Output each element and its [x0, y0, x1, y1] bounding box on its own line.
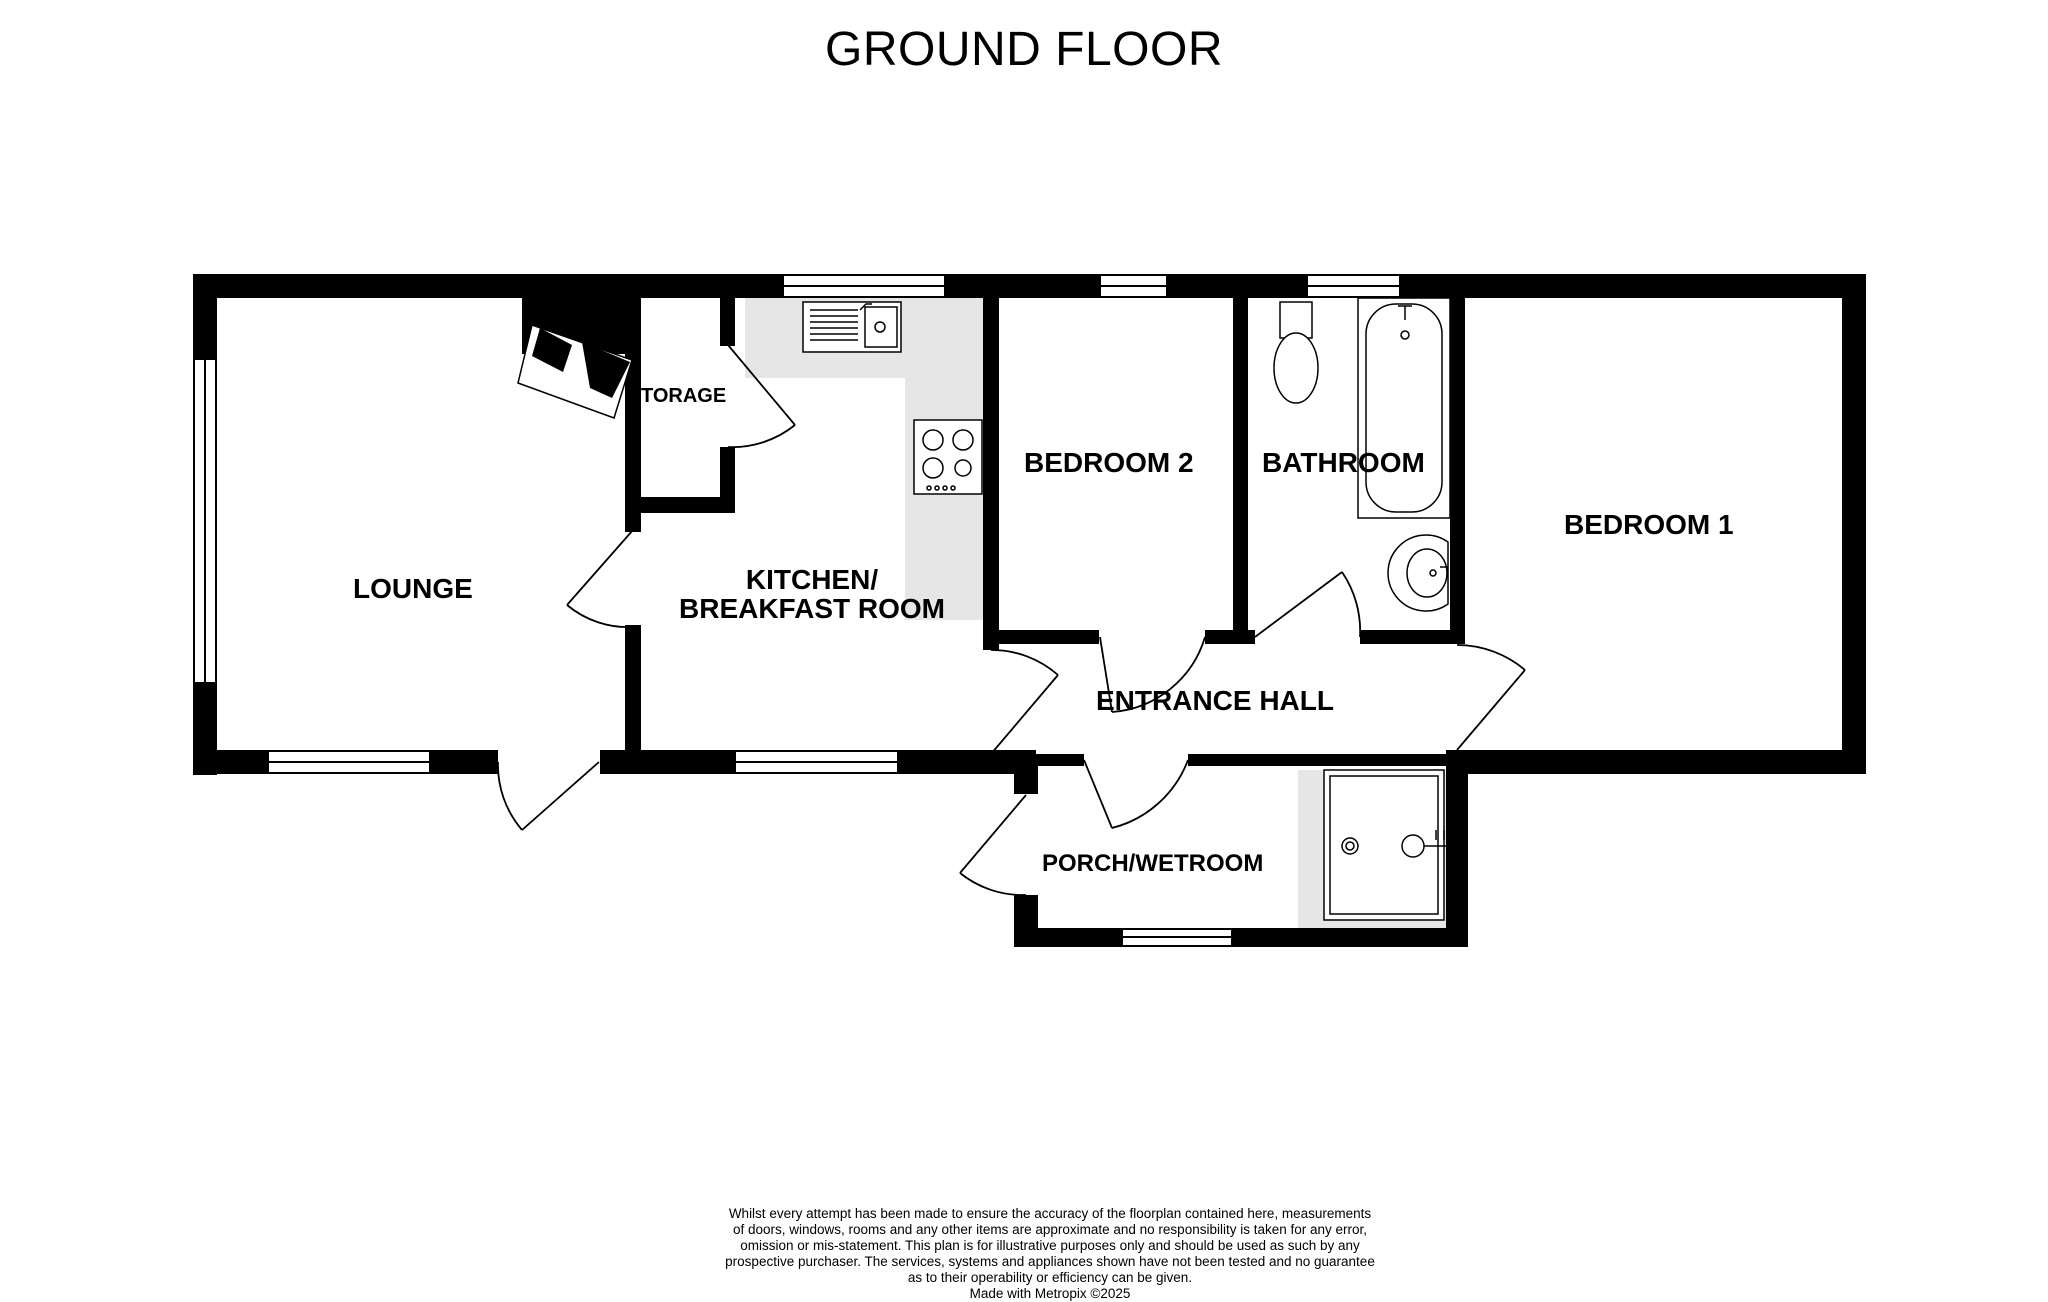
windows: [193, 274, 1401, 947]
wall-bath-bottom: [1360, 630, 1460, 644]
door-hall-porch: [1083, 759, 1189, 829]
walls: [193, 274, 1866, 947]
wall-bed2-bath: [1233, 298, 1248, 644]
disclaimer-line: prospective purchaser. The services, sys…: [725, 1254, 1375, 1269]
metropix-credit: Made with Metropix ©2025: [969, 1286, 1131, 1301]
door-kitchen-hall: [990, 649, 1059, 755]
wall-kitchen-bed2: [983, 298, 999, 650]
floor-title: GROUND FLOOR: [824, 23, 1223, 76]
wall-bottom-kitchen-b: [898, 750, 1036, 774]
wall-bottom-hall: [1036, 754, 1084, 766]
disclaimer-line: as to their operability or efficiency ca…: [907, 1270, 1193, 1285]
room-label-kitchen: KITCHEN/ BREAKFAST ROOM: [662, 565, 962, 624]
fixtures: [517, 297, 1451, 921]
wall-lounge-kitchen-lower: [625, 625, 641, 755]
wall-top-left: [193, 274, 783, 298]
wall-top-mid1: [945, 274, 1100, 298]
room-label-entrance-hall: ENTRANCE HALL: [1096, 685, 1334, 716]
door-bed1: [1456, 644, 1526, 751]
kitchen-worktop-area: [745, 298, 985, 620]
room-label-kitchen-line1: KITCHEN/: [745, 564, 879, 595]
fireplace-hearth: [517, 324, 633, 419]
disclaimer-text: Whilst every attempt has been made to en…: [700, 1206, 1400, 1302]
disclaimer-line: omission or mis-statement. This plan is …: [740, 1238, 1360, 1253]
bath-tub: [1357, 297, 1451, 519]
wall-bottom-lounge-a: [193, 750, 268, 774]
door-bed2: [1099, 636, 1206, 713]
wall-storage-right-upper: [720, 298, 735, 346]
wall-bottom-lounge-b: [430, 750, 498, 774]
wash-basin: [1387, 534, 1449, 612]
wall-porch-bottom-a: [1014, 928, 1122, 947]
wall-top-right: [1400, 274, 1865, 298]
door-porch-external: [959, 794, 1027, 896]
wall-bed2-bottom-a: [983, 630, 1099, 644]
wall-porch-left-stub: [1014, 754, 1038, 794]
door-bathroom: [1254, 571, 1362, 638]
room-label-bedroom-2: BEDROOM 2: [1024, 447, 1194, 478]
hob: [913, 419, 983, 495]
wall-lounge-kitchen-upper: [625, 298, 641, 532]
wall-right: [1842, 274, 1866, 774]
room-label-porch-wetroom: PORCH/WETROOM: [1042, 850, 1264, 877]
toilet: [1273, 301, 1319, 404]
wall-storage-bottom: [625, 497, 735, 513]
room-label-bathroom: BATHROOM: [1262, 447, 1425, 478]
wall-hall-bottom: [1188, 754, 1446, 766]
wall-top-mid2: [1167, 274, 1307, 298]
disclaimer-line: of doors, windows, rooms and any other i…: [732, 1222, 1368, 1237]
room-label-storage: TORAGE: [641, 385, 727, 407]
doors: [497, 344, 1526, 896]
shower-tray: [1323, 769, 1446, 921]
wall-porch-right: [1446, 754, 1468, 947]
wall-porch-bottom-b: [1232, 928, 1468, 947]
room-label-lounge: LOUNGE: [353, 573, 473, 604]
wall-bottom-bed1: [1446, 750, 1866, 774]
wall-left-upper: [193, 274, 217, 359]
room-label-kitchen-line2: BREAKFAST ROOM: [679, 593, 945, 625]
disclaimer-line: Whilst every attempt has been made to en…: [728, 1206, 1372, 1221]
wall-bath-bed1: [1450, 298, 1465, 644]
door-lounge-kitchen: [566, 529, 634, 628]
door-front: [497, 761, 600, 831]
kitchen-sink: [802, 301, 902, 353]
room-label-bedroom-1: BEDROOM 1: [1564, 509, 1734, 540]
door-storage: [727, 344, 796, 448]
wall-storage-right-lower: [720, 447, 735, 513]
wall-bottom-kitchen-a: [600, 750, 735, 774]
